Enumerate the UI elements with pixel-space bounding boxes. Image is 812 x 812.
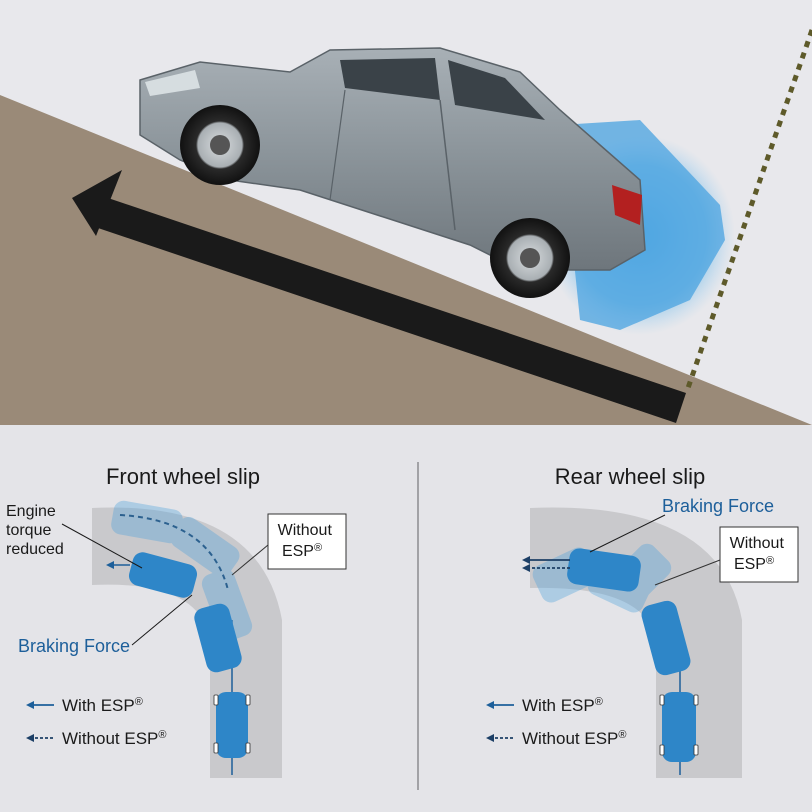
rear-car-turning bbox=[641, 600, 691, 676]
rear-panel-title: Rear wheel slip bbox=[555, 464, 705, 489]
front-without-esp-path bbox=[119, 514, 229, 591]
front-without-esp-label: Without ESP® bbox=[278, 522, 337, 560]
hill-scene bbox=[0, 29, 812, 425]
rear-without-esp-leader bbox=[654, 559, 721, 586]
front-wheel-slip-panel: Front wheel slip Engine torque reduced bbox=[6, 464, 347, 778]
front-braking-leader bbox=[131, 594, 193, 646]
rear-wheel-slip-panel: Rear wheel slip Braking Force Without ES bbox=[486, 464, 799, 778]
front-panel-title: Front wheel slip bbox=[106, 464, 260, 489]
front-legend-with-esp: With ESP® bbox=[62, 696, 143, 715]
front-braking-force-label: Braking Force bbox=[18, 636, 130, 656]
front-car-straight bbox=[216, 692, 248, 758]
rear-tyres bbox=[659, 694, 699, 756]
front-car-turning bbox=[194, 603, 242, 673]
engine-torque-leader bbox=[61, 523, 143, 569]
front-ghost-cars bbox=[111, 500, 253, 641]
rear-without-esp-label: Without ESP® bbox=[730, 535, 789, 573]
front-without-esp-leader bbox=[231, 544, 269, 576]
rear-braking-leader bbox=[589, 514, 666, 553]
engine-torque-label: Engine torque reduced bbox=[6, 503, 64, 558]
front-tyres bbox=[213, 694, 251, 754]
sedan-icon bbox=[139, 47, 646, 298]
rear-legend-with-esp: With ESP® bbox=[522, 696, 603, 715]
rear-car-straight bbox=[662, 692, 696, 762]
guide-dotted-line bbox=[685, 29, 812, 389]
rear-legend-without-esp: Without ESP® bbox=[522, 729, 626, 748]
arrow-left-icon bbox=[72, 170, 686, 423]
rear-braking-force-label: Braking Force bbox=[662, 496, 774, 516]
rear-car-braking bbox=[567, 548, 641, 592]
rear-legend: With ESP® Without ESP® bbox=[486, 696, 626, 748]
rear-without-esp-box bbox=[719, 526, 799, 583]
front-legend-without-esp: Without ESP® bbox=[62, 729, 166, 748]
front-car-braking bbox=[128, 552, 198, 598]
front-legend: With ESP® Without ESP® bbox=[26, 696, 166, 748]
front-without-esp-box bbox=[267, 513, 347, 570]
